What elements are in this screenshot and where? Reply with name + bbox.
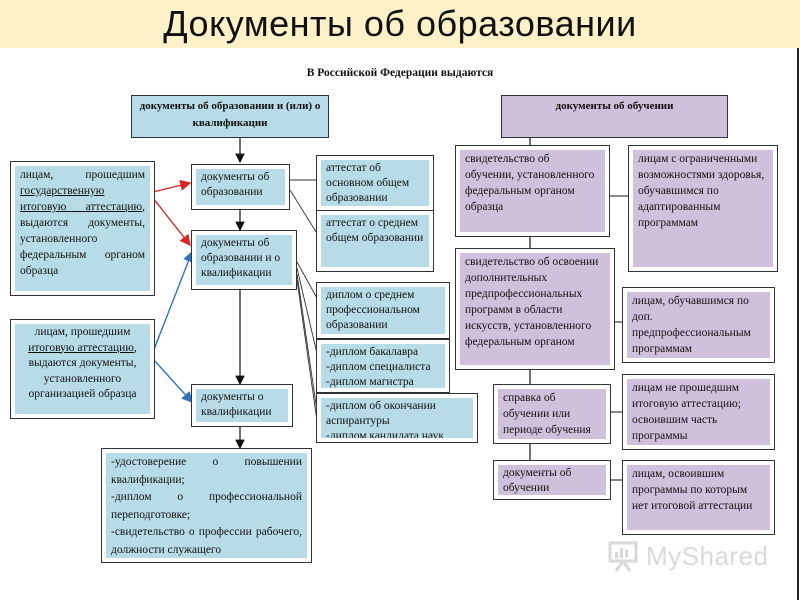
training-docs-box: документы об обучении — [493, 460, 611, 500]
header-education-docs: документы об образовании и (или) о квали… — [131, 95, 329, 138]
state-attestation-prefix: лицам, прошедшим — [20, 169, 145, 181]
presentation-icon — [608, 541, 638, 572]
recipient-not-passed-label: лицам не прошедшим итоговую аттестацию; … — [627, 379, 770, 445]
training-additional-label: свидетельство об освоении дополнительных… — [460, 253, 610, 365]
slide-title: Документы об образовании — [163, 3, 637, 44]
doc-basic-general-label: аттестат об основном общем образовании — [321, 160, 429, 206]
recipient-no-attestation: лицам, освоившим программы по которым не… — [622, 460, 775, 535]
doc-secondary-general-certificate: аттестат о среднем общем образовании — [316, 210, 434, 272]
group-final-attestation: лицам, прошедшим итоговую аттестацию, вы… — [10, 319, 155, 419]
doc-basic-general-certificate: аттестат об основном общем образовании — [316, 155, 434, 211]
state-attestation-suffix: , выдаются документы, установленного фед… — [20, 201, 145, 277]
training-docs-label: документы об обучении — [498, 465, 606, 495]
recipient-no-attestation-label: лицам, освоившим программы по которым не… — [627, 465, 770, 530]
doc-higher-diplomas: -диплом бакалавра -диплом специалиста -д… — [316, 339, 450, 393]
final-attestation-suffix: , выдаются документы, установленного орг… — [28, 341, 137, 401]
recipient-disabled: лицам с ограниченными возможностями здор… — [628, 145, 778, 272]
header-training-docs-label: документы об обучении — [555, 100, 674, 112]
training-reference-label: справка об обучении или периоде обучения — [498, 389, 606, 439]
doc-higher-label: -диплом бакалавра -диплом специалиста -д… — [321, 344, 445, 388]
box-qualification-docs: документы о квалификации — [191, 384, 293, 427]
doc-postgraduate-label: -диплом об окончании аспирантуры -диплом… — [321, 398, 473, 438]
diagram-subtitle: В Российской Федерации выдаются — [306, 67, 494, 79]
box-education-docs: документы об образовании — [191, 164, 290, 210]
watermark-text: MyShared — [646, 541, 769, 571]
blue-arrow-2 — [152, 358, 193, 404]
doc-secondary-professional-label: диплом о среднем профессиональном образо… — [321, 287, 445, 334]
group-state-attestation: лицам, прошедшим государственную итогову… — [10, 161, 155, 296]
blue-arrow-1 — [152, 250, 194, 353]
recipient-preprofessional-label: лицам, обучавшимся по доп. предпрофессио… — [627, 292, 770, 358]
red-arrow-2 — [152, 197, 191, 247]
doc-postgraduate-diplomas: -диплом об окончании аспирантуры -диплом… — [316, 393, 478, 443]
recipient-preprofessional: лицам, обучавшимся по доп. предпрофессио… — [622, 287, 775, 363]
box-qualification-label: документы о квалификации — [196, 389, 288, 422]
slide-border — [797, 48, 799, 600]
title-band — [0, 0, 800, 48]
box-education-docs-label: документы об образовании — [196, 169, 285, 205]
final-attestation-underlined: итоговую аттестацию — [28, 341, 134, 354]
doc-secondary-general-label: аттестат о среднем общем образовании — [321, 215, 429, 267]
red-arrow-1 — [152, 179, 192, 193]
training-reference: справка об обучении или периоде обучения — [493, 384, 611, 444]
doc-qualification-list-label: -удостоверение о повышении квалификации;… — [106, 453, 307, 558]
recipient-disabled-label: лицам с ограниченными возможностями здор… — [633, 150, 773, 267]
header-training-docs: документы об обучении — [501, 95, 728, 138]
state-attestation-underlined: государственную итоговую аттестацию — [20, 185, 143, 213]
header-education-docs-label: документы об образовании и (или) о квали… — [139, 100, 321, 129]
box-education-qualification-label: документы об образовании и о квалификаци… — [196, 235, 292, 285]
training-additional-programs-certificate: свидетельство об освоении дополнительных… — [455, 248, 615, 370]
doc-qualification-list: -удостоверение о повышении квалификации;… — [101, 448, 312, 563]
doc-secondary-professional-diploma: диплом о среднем профессиональном образо… — [316, 282, 450, 339]
training-certificate-label: свидетельство об обучении, установленног… — [460, 150, 605, 232]
training-certificate: свидетельство об обучении, установленног… — [455, 145, 610, 237]
box-education-qualification-docs: документы об образовании и о квалификаци… — [191, 230, 297, 290]
recipient-not-passed: лицам не прошедшим итоговую аттестацию; … — [622, 374, 775, 450]
final-attestation-prefix: лицам, прошедшим — [34, 326, 131, 338]
watermark-logo: MyShared — [606, 539, 776, 573]
